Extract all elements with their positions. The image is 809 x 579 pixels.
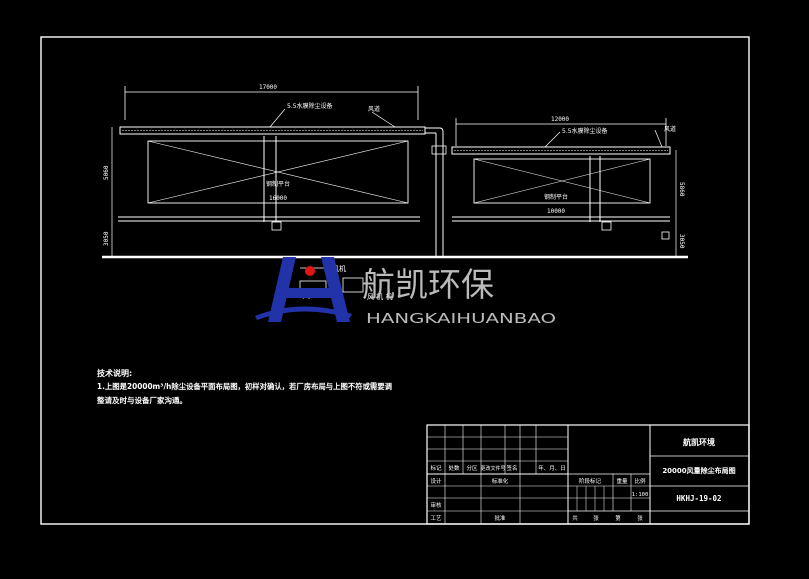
right-platform-dim: 10000: [547, 208, 565, 215]
drawing-frame: [40, 36, 750, 525]
scale-value: 1:100: [632, 492, 649, 498]
left-dust-collector-callout: 5.5水膜除尘设备: [287, 102, 333, 110]
stage-mark: 阶段标记: [579, 477, 602, 485]
notes-line-1: 1.上图是20000m³/h除尘设备平面布局图，初样对确认，若厂房布局与上图不符…: [97, 381, 392, 391]
fan-label: 风机: [332, 264, 346, 273]
row-design: 设计: [430, 477, 442, 485]
row-approve: 批准: [494, 514, 506, 522]
right-overall-dim: 12000: [551, 116, 569, 123]
rev-header-count: 处数: [448, 464, 460, 472]
row-standard: 标准化: [492, 477, 509, 485]
drawing-number: HKHJ-19-02: [676, 494, 721, 503]
right-section: 12000 5.5水膜除尘设备 风道 钢制平台 10000 5860 3050: [451, 116, 685, 257]
logo-red-dot-icon: [305, 266, 315, 276]
notes-line-2: 整请及时与设备厂家沟通。: [97, 395, 187, 405]
sheet-unit-2: 张: [637, 514, 643, 522]
rev-header-sign: 签名: [506, 464, 517, 472]
title-block: [426, 424, 750, 525]
left-section: 17000 5.5水膜除尘设备 风道 钢制平台 16000 5060 3050: [103, 84, 447, 257]
rev-header-date: 年、月、日: [538, 464, 566, 472]
watermark-brand-cn: 航凯环保: [362, 265, 494, 304]
title-block-text: 标记 处数 分区 更改文件号 签名 年、月、日 设计 标准化 审核 工艺 批准 …: [430, 437, 735, 522]
left-height-dim: 5060: [103, 165, 110, 180]
tech-notes: 技术说明: 1.上图是20000m³/h除尘设备平面布局图，初样对确认，若厂房布…: [97, 368, 392, 405]
sheet-total: 共: [572, 514, 578, 522]
watermark-logo: 航凯环保 HANGKAIHUANBAO: [255, 257, 556, 327]
row-review: 审核: [430, 501, 442, 509]
sheet-unit-1: 张: [593, 514, 599, 522]
company-name: 航凯环境: [683, 437, 715, 447]
right-base-dim: 3050: [678, 234, 685, 249]
watermark-brand-en: HANGKAIHUANBAO: [366, 312, 556, 327]
left-platform-label: 钢制平台: [266, 180, 290, 188]
scale-label: 比例: [634, 477, 646, 485]
weight-label: 重量: [616, 477, 628, 485]
sheet-num: 第: [615, 514, 621, 522]
rev-header-mark: 标记: [430, 464, 442, 472]
fan-box-text: 风 机 机: [367, 292, 392, 301]
left-platform-dim: 16000: [269, 195, 287, 202]
drawing-title: 20000风量除尘布局图: [662, 466, 735, 475]
rev-header-zone: 分区: [466, 464, 478, 472]
right-dust-collector-callout: 5.5水膜除尘设备: [562, 127, 608, 135]
left-base-dim: 3050: [103, 231, 110, 246]
right-platform-label: 钢制平台: [544, 193, 568, 201]
row-process: 工艺: [430, 515, 442, 522]
notes-heading: 技术说明:: [97, 368, 132, 378]
left-overall-dim: 17000: [259, 84, 277, 91]
rev-header-docno: 更改文件号: [480, 465, 505, 472]
left-air-duct-callout: 风道: [368, 105, 380, 113]
right-air-duct-callout: 风道: [664, 125, 676, 133]
right-height-dim: 5860: [678, 182, 685, 197]
